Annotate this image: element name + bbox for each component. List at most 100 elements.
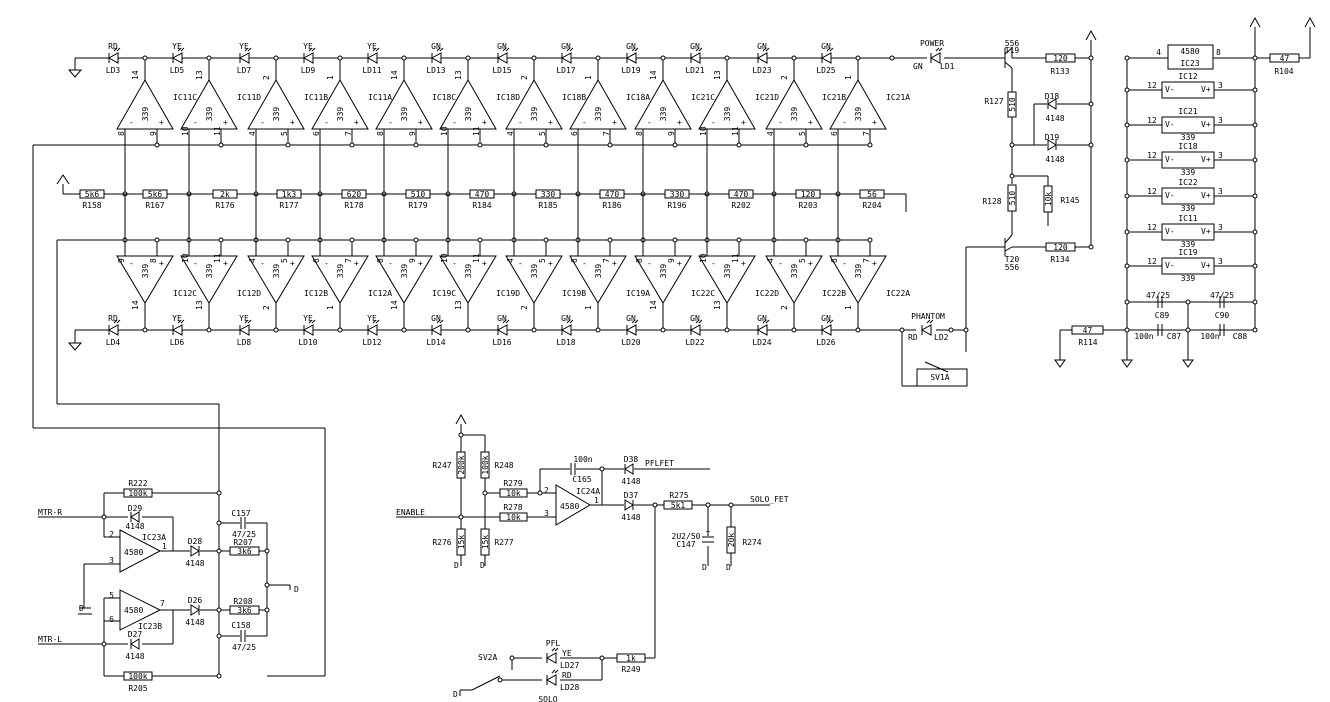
junction-dot [855, 327, 861, 333]
bottom-12-pin-a: 6 [830, 258, 839, 263]
junction-dot [1124, 122, 1130, 128]
c90-value: 47/25 [1210, 291, 1234, 300]
bottom-7-pin-b: 5 [538, 258, 547, 263]
bottom-11-led-gn-icon-ray [762, 319, 767, 324]
bottom-4-comparator-ic12a [311, 255, 369, 304]
top-5-led-ye-icon [366, 52, 378, 64]
bottom-6-led-color: GN [431, 314, 441, 323]
bottom-1-pin-b: 8 [149, 258, 158, 263]
top-9-minus-sign: - [647, 118, 652, 127]
junction-dot [1124, 87, 1130, 93]
supply-ic-1-pin-l: 12 [1147, 81, 1157, 90]
top-1-pin-b: 9 [149, 131, 158, 136]
top-5-pin-a: 8 [376, 131, 385, 136]
top-8-led-gn-icon [560, 52, 572, 64]
r128-resistor-value: 510 [1008, 191, 1017, 206]
bottom-11-minus-sign: - [778, 259, 783, 268]
junction-dot [273, 327, 279, 333]
junction-dot [1252, 157, 1258, 163]
top-6-minus-sign: - [452, 118, 457, 127]
r114-ref: R114 [1078, 338, 1097, 347]
junction-dot [142, 327, 148, 333]
ld28-led-icon-ray [554, 669, 559, 674]
r274-resistor [726, 526, 736, 554]
r205-resistor [123, 671, 153, 681]
r274-ref: R274 [742, 538, 761, 547]
ladder-resistor-8 [535, 189, 561, 199]
bottom-2-pin-out: 13 [195, 300, 204, 310]
bottom-7-led-gn-icon-ray [502, 319, 507, 324]
bottom-6-led-ref: LD14 [426, 338, 445, 347]
ld27-color: YE [562, 649, 572, 658]
bottom-7-led-gn-icon [496, 324, 508, 336]
c157-value: 47/25 [232, 530, 256, 539]
bottom-1-minus-sign: - [129, 259, 134, 268]
top-3-led-ye-icon-ray [247, 47, 252, 52]
r247-ref: R247 [432, 461, 451, 470]
bottom-1-comparator-ref: IC12C [173, 289, 197, 298]
top-2-pin-a: 10 [181, 126, 190, 136]
ladder-resistor-11 [728, 189, 754, 199]
top-3-pin-a: 4 [248, 131, 257, 136]
top-4-led-ye-icon-ray [308, 47, 313, 52]
junction-dot [531, 327, 537, 333]
top-7-pin-a: 4 [506, 131, 515, 136]
r279-resistor-value: 10k [506, 489, 521, 498]
pfl-gnd-4: D [726, 563, 731, 572]
d27-diode-icon [130, 638, 140, 650]
c87-value: 100n [1134, 332, 1153, 341]
bottom-8-minus-sign: - [582, 259, 587, 268]
bottom-9-minus-sign: - [647, 259, 652, 268]
ld28-ref: LD28 [560, 683, 579, 692]
junction-dot [672, 142, 678, 148]
t19-type: 556 [1005, 39, 1020, 48]
supply-ic-3-vplus: V+ [1201, 155, 1211, 164]
top-5-pin-b: 9 [408, 131, 417, 136]
top-12-pin-out: 1 [844, 75, 853, 80]
top-10-comparator-ic21d [698, 78, 756, 130]
ladder-resistor-13-value: 56 [867, 190, 877, 199]
bottom-7-minus-sign: - [518, 259, 523, 268]
bottom-9-plus-sign: + [677, 259, 682, 268]
bottom-3-pin-a: 4 [248, 258, 257, 263]
bottom-8-comparator-ic19a [569, 255, 627, 304]
top-12-plus-sign: + [872, 118, 877, 127]
supply-ic-2-vminus: V- [1165, 120, 1175, 129]
bottom-8-led-gn-icon [560, 324, 572, 336]
top-10-pin-a: 10 [699, 126, 708, 136]
bottom-8-led-ref: LD18 [556, 338, 575, 347]
bottom-10-led-gn-icon-ray [698, 319, 703, 324]
supply-ic-5-pin-r: 3 [1218, 223, 1223, 232]
c157-ref: C157 [231, 509, 250, 518]
r279-ref: R279 [503, 479, 522, 488]
top-7-comparator-type: 339 [530, 107, 539, 122]
top-8-plus-sign: + [612, 118, 617, 127]
top-9-comparator-type: 339 [659, 107, 668, 122]
bottom-6-pin-out: 13 [454, 300, 463, 310]
rectifier-out-gnd: D [294, 585, 299, 594]
junction-dot [867, 142, 873, 148]
junction-dot [1185, 299, 1191, 305]
top-8-comparator-type: 339 [594, 107, 603, 122]
top-11-led-ref: LD23 [752, 66, 771, 75]
bottom-1-led-rd-icon-ray [116, 319, 121, 324]
bottom-8-comparator-ref: IC19A [626, 289, 650, 298]
junction-dot [477, 237, 483, 243]
top-5-comparator-ref: IC18C [432, 93, 456, 102]
bottom-6-led-gn-icon [430, 324, 442, 336]
bottom-6-comparator-ref: IC19D [496, 289, 520, 298]
d29-ref: D29 [128, 504, 143, 513]
junction-dot [724, 55, 730, 61]
top-3-comparator-ref: IC11B [304, 93, 328, 102]
top-9-comparator-ref: IC21C [691, 93, 715, 102]
ic23a-opamp [119, 529, 162, 573]
solofet-label: SOLO_FET [750, 495, 789, 504]
ic23-type: 4580 [1180, 47, 1199, 56]
d29-type: 4148 [125, 522, 144, 531]
top-2-pin-out: 13 [195, 70, 204, 80]
top-8-led-color: GN [561, 42, 571, 51]
bottom-2-comparator-ic12d [180, 255, 238, 304]
top-3-comparator-type: 339 [272, 107, 281, 122]
top-12-led-ref: LD25 [816, 66, 835, 75]
bottom-6-plus-sign: + [482, 259, 487, 268]
